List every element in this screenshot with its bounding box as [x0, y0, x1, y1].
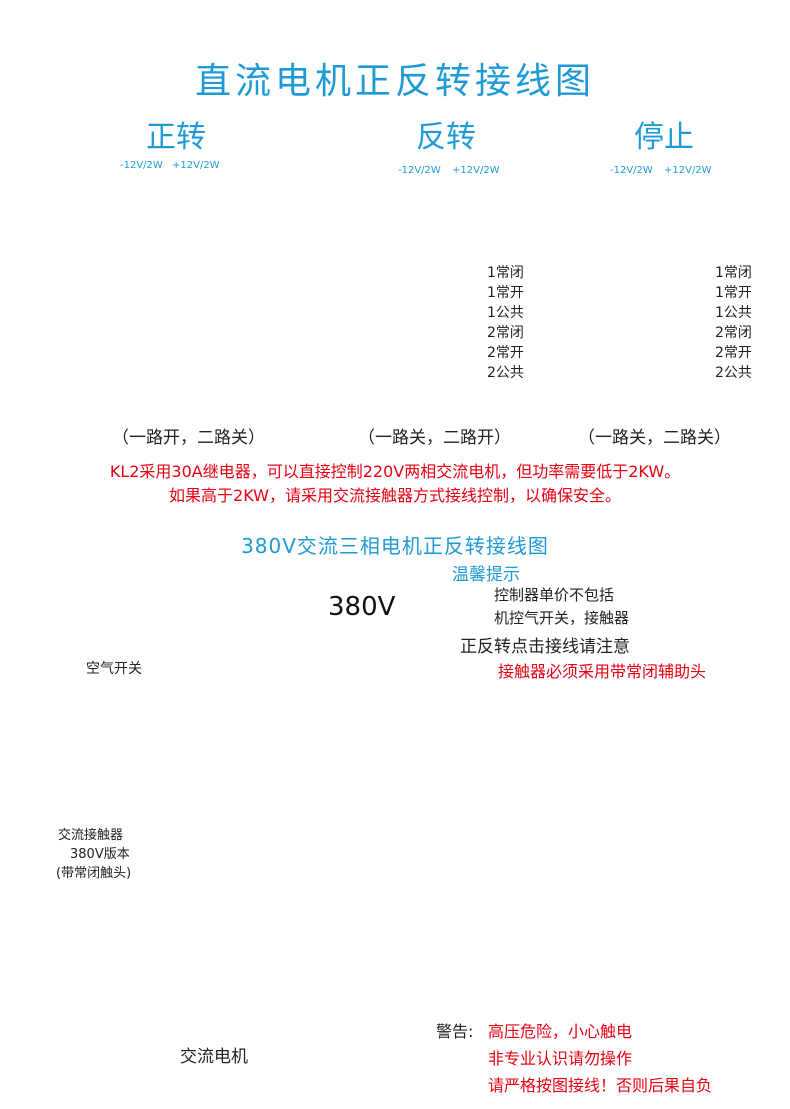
footer-warning-line-3: 请严格按图接线！否则后果自负	[488, 1076, 713, 1095]
voltage-label: 380V	[328, 592, 396, 622]
footer-warning-line-1: 高压危险，小心触电	[488, 1022, 633, 1041]
terminal-label: 1常闭	[715, 265, 752, 281]
power-pos-label-3: +12V/2W	[664, 165, 712, 176]
forward-caption: （一路开，二路关）	[112, 428, 265, 448]
section-stop-title: 停止	[634, 120, 694, 155]
section-reverse-title: 反转	[416, 120, 476, 155]
terminal-label: 1常开	[487, 285, 524, 301]
tips-heading: 温馨提示	[452, 565, 520, 585]
footer-warning-line-2: 非专业认识请勿操作	[488, 1049, 633, 1068]
power-neg-label-3: -12V/2W	[610, 165, 653, 176]
contactor-label-2: 380V版本	[70, 847, 130, 862]
forward-diagram	[30, 180, 345, 400]
page-title: 直流电机正反转接线图	[194, 61, 595, 102]
terminal-label: 2公共	[715, 365, 752, 381]
terminal-label: 1公共	[715, 305, 752, 321]
terminal-label: 2常开	[487, 345, 524, 361]
contactor-label-1: 交流接触器	[58, 828, 124, 843]
terminal-label: 2公共	[487, 365, 524, 381]
contactor-label-3: (带常闭触头)	[56, 866, 132, 881]
breaker-label: 空气开关	[86, 661, 142, 677]
terminal-label: 1公共	[487, 305, 524, 321]
terminal-label: 2常开	[715, 345, 752, 361]
terminal-label: 2常闭	[715, 325, 752, 341]
tips-line-2: 机控气开关，接触器	[494, 609, 630, 627]
power-pos-label-2: +12V/2W	[452, 165, 500, 176]
power-pos-label-1: +12V/2W	[172, 160, 220, 171]
terminal-label: 1常闭	[487, 265, 524, 281]
power-neg-label-2: -12V/2W	[398, 165, 441, 176]
stop-caption: （一路关，二路关）	[578, 428, 731, 448]
terminal-label: 1常开	[715, 285, 752, 301]
section2-title: 380V交流三相电机正反转接线图	[241, 534, 549, 558]
power-neg-label-1: -12V/2W	[120, 160, 163, 171]
section-forward-title: 正转	[146, 120, 206, 155]
terminal-label: 2常闭	[487, 325, 524, 341]
tips-line-3: 正反转点击接线请注意	[460, 637, 630, 657]
reverse-caption: （一路关，二路开）	[358, 428, 511, 448]
motor-label: 交流电机	[180, 1047, 248, 1067]
warning-line-1: KL2采用30A继电器，可以直接控制220V两相交流电机，但功率需要低于2KW。	[109, 462, 681, 481]
stop-diagram	[556, 180, 702, 377]
reverse-diagram	[337, 180, 484, 399]
tips-line-4: 接触器必须采用带常闭辅助头	[498, 662, 707, 681]
warning-line-2: 如果高于2KW，请采用交流接触器方式接线控制，以确保安全。	[169, 486, 621, 505]
tips-line-1: 控制器单价不包括	[494, 586, 615, 604]
footer-warning-prefix: 警告:	[436, 1022, 474, 1041]
